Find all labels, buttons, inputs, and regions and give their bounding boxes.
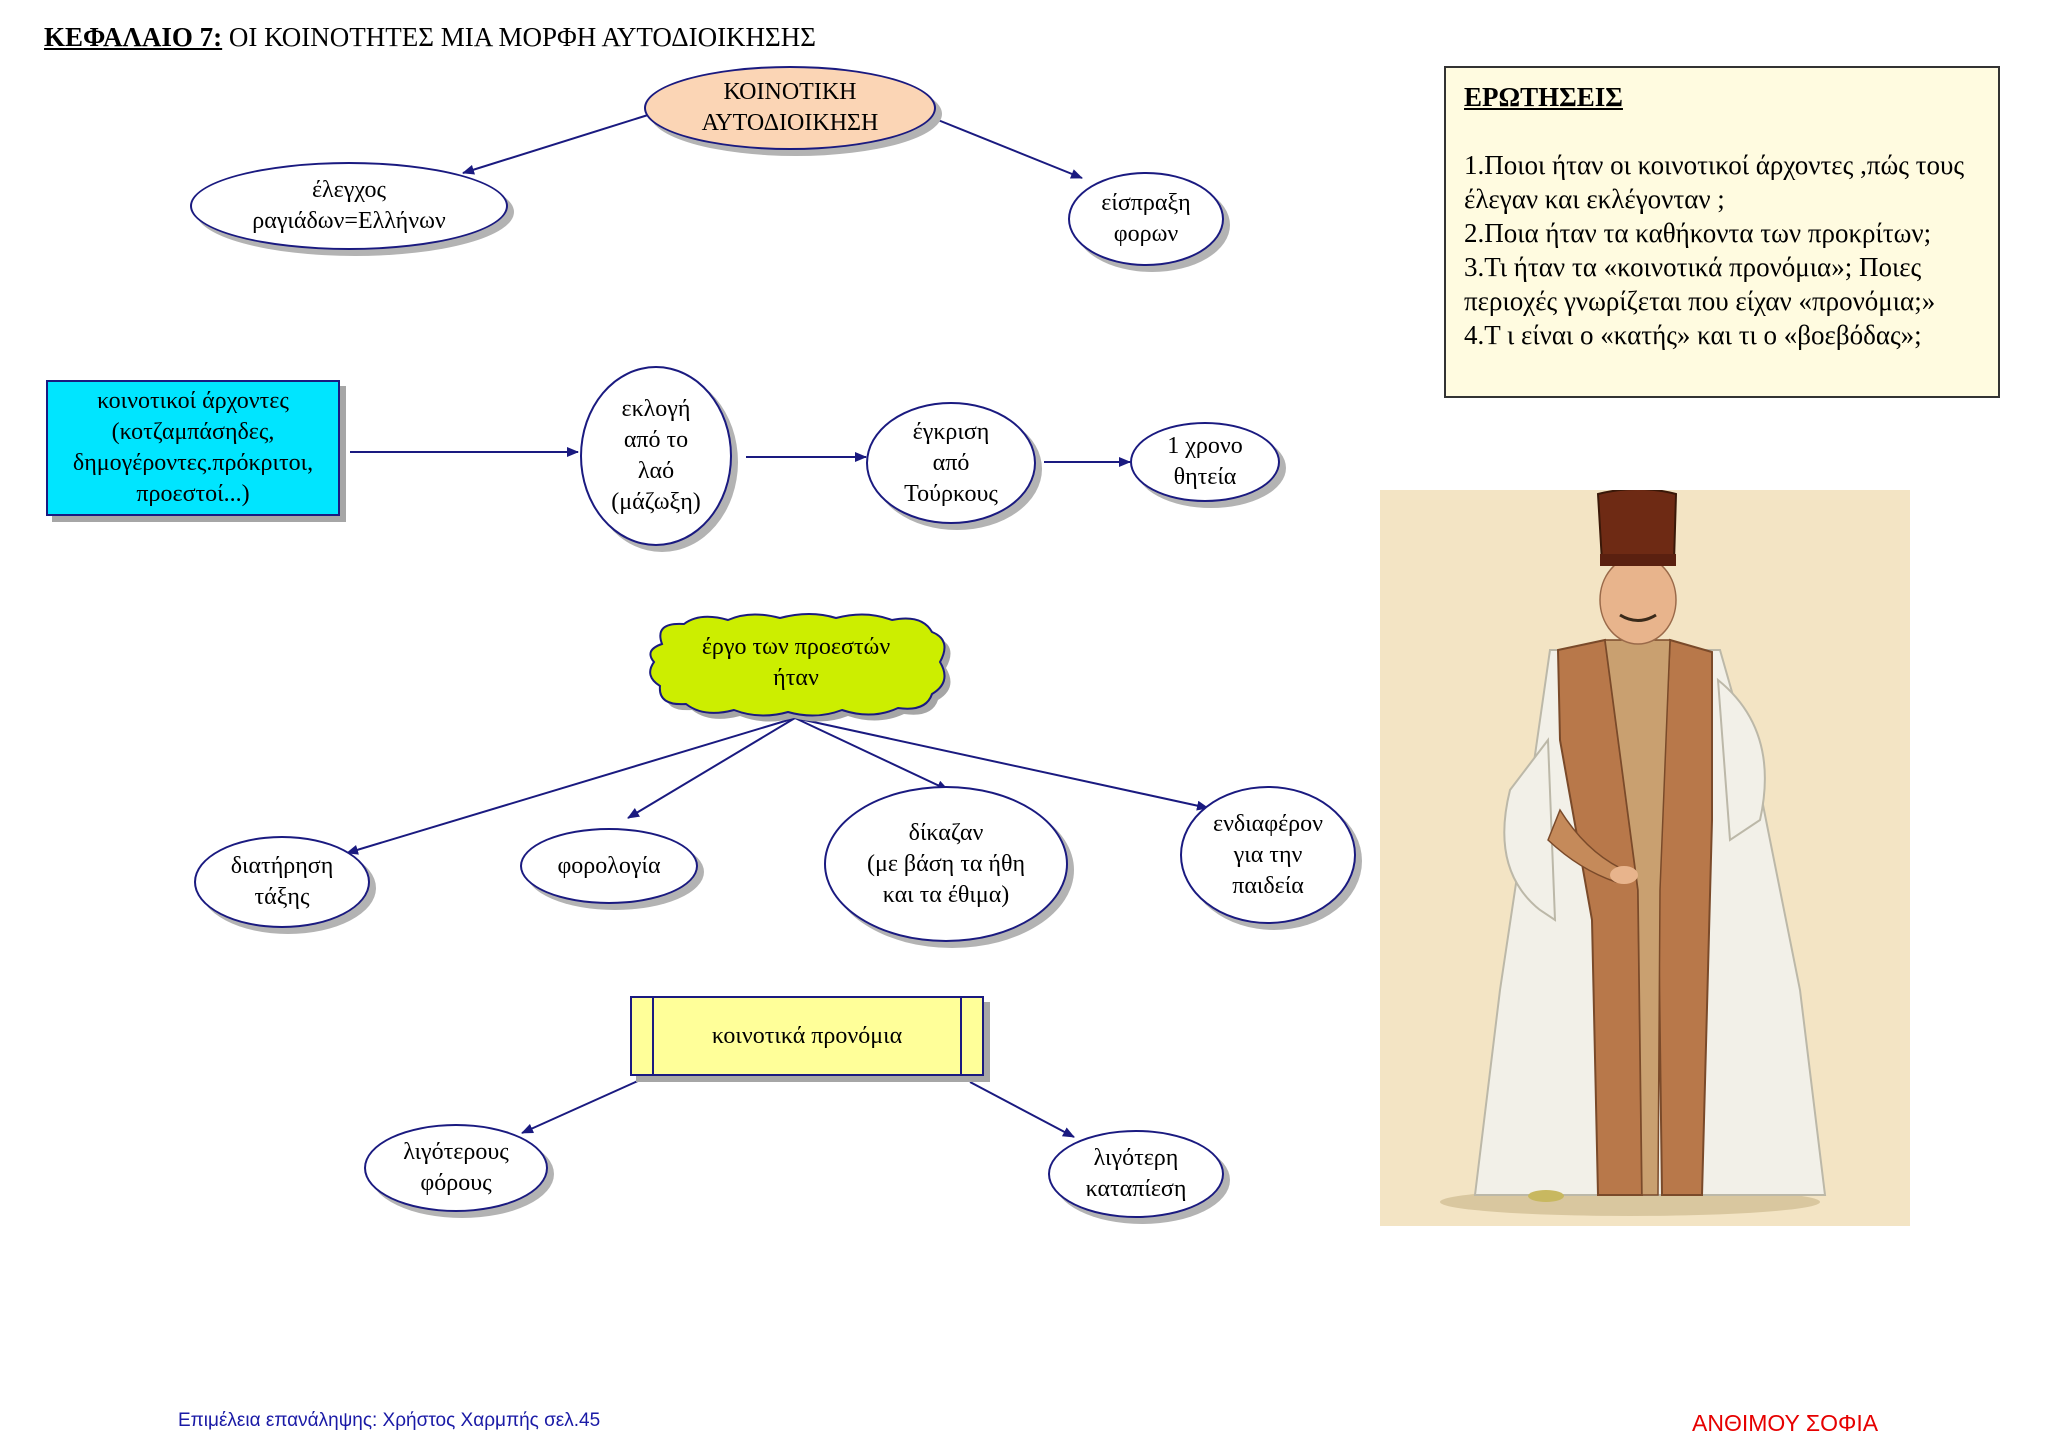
node-keeping-order: διατήρηση τάξης <box>194 836 370 928</box>
node-education-label: ενδιαφέρον για την παιδεία <box>1212 810 1324 899</box>
node-judging: δίκαζαν (με βάση τα ήθη και τα έθιμα) <box>824 786 1068 942</box>
arrow-center-taxes <box>937 119 1083 179</box>
notable-portrait-illustration <box>1380 490 1910 1226</box>
chapter-title: ΟΙ ΚΟΙΝΟΤΗΤΕΣ ΜΙΑ ΜΟΡΦΗ ΑΥΤΟΔΙΟΙΚΗΣΗΣ <box>228 22 816 52</box>
node-election: εκλογή από το λαό (μάζωξη) <box>580 366 732 546</box>
node-control-rayahs: έλεγχος ραγιάδων=Ελλήνων <box>190 162 508 250</box>
node-taxes-label: είσπραξη φορων <box>1101 190 1191 247</box>
question-1: 1.Ποιοι ήταν οι κοινοτικοί άρχοντες ,πώς… <box>1464 150 1965 214</box>
node-leaders-label: κοινοτικοί άρχοντες (κοτζαμπάσηδες, δημο… <box>72 388 314 507</box>
node-fewer-taxes: λιγότερους φόρους <box>364 1124 548 1212</box>
arrow-privileges-fewer <box>521 1079 641 1134</box>
chapter-label: ΚΕΦΑΛΑΙΟ 7: <box>44 22 223 52</box>
node-privileges-label: κοινοτικά προνόμια <box>711 1022 903 1049</box>
node-taxation-label: φορολογία <box>557 852 661 879</box>
arrow-work-education <box>794 717 1209 811</box>
node-less-oppression: λιγότερη καταπίεση <box>1048 1130 1224 1218</box>
node-taxation: φορολογία <box>520 828 698 904</box>
node-less-oppression-label: λιγότερη καταπίεση <box>1085 1145 1187 1202</box>
privileges-left-bar <box>632 998 654 1074</box>
node-control-label: έλεγχος ραγιάδων=Ελλήνων <box>252 177 446 234</box>
node-approval-label: έγκριση από Τούρκους <box>904 418 998 507</box>
cloud-shape <box>649 613 951 722</box>
node-justice-label: δίκαζαν (με βάση τα ήθη και τα έθιμα) <box>866 819 1026 908</box>
arrow-work-order <box>346 717 796 855</box>
arrow-privileges-less <box>969 1081 1075 1138</box>
questions-title: ΕΡΩΤΗΣΕΙΣ <box>1464 82 1623 112</box>
node-fewer-taxes-label: λιγότερους φόρους <box>403 1139 509 1196</box>
arrow-work-justice <box>794 717 949 791</box>
node-community-leaders: κοινοτικοί άρχοντες (κοτζαμπάσηδες, δημο… <box>46 380 340 516</box>
arrow-work-taxation <box>627 717 796 819</box>
footer-author: ΑΝΘΙΜΟΥ ΣΟΦΙΑ <box>1692 1410 1879 1436</box>
node-work-label: έργο των προεστών ήταν <box>701 634 891 691</box>
privileges-right-bar <box>960 998 982 1074</box>
node-center-label: ΚΟΙΝΟΤΙΚΗ ΑΥΤΟΔΙΟΙΚΗΣΗ <box>701 79 879 136</box>
node-order-label: διατήρηση τάξης <box>230 853 334 910</box>
questions-box: ΕΡΩΤΗΣΕΙΣ 1.Ποιοι ήταν οι κοινοτικοί άρχ… <box>1444 66 2000 398</box>
arrow-center-control <box>462 114 649 175</box>
page-title: ΚΕΦΑΛΑΙΟ 7: ΟΙ ΚΟΙΝΟΤΗΤΕΣ ΜΙΑ ΜΟΡΦΗ ΑΥΤΟ… <box>44 22 816 53</box>
node-election-label: εκλογή από το λαό (μάζωξη) <box>611 396 701 515</box>
question-4: 4.Τ ι είναι ο «κατής» και τι ο «βοεβόδας… <box>1464 320 1922 350</box>
node-term-label: 1 χρονο θητεία <box>1167 433 1243 490</box>
node-turkish-approval: έγκριση από Τούρκους <box>866 402 1036 524</box>
node-one-year-term: 1 χρονο θητεία <box>1130 422 1280 502</box>
question-3: 3.Τι ήταν τα «κοινοτικά προνόμια»; Ποιες… <box>1464 252 1936 316</box>
node-notables-work-cloud: έργο των προεστών ήταν <box>640 610 952 722</box>
question-2: 2.Ποια ήταν τα καθήκοντα των προκρίτων; <box>1464 218 1932 248</box>
node-tax-collection: είσπραξη φορων <box>1068 172 1224 266</box>
footer-credit: Επιμέλεια επανάληψης: Χρήστος Χαρμπής σε… <box>178 1410 601 1431</box>
node-center-self-government: ΚΟΙΝΟΤΙΚΗ ΑΥΤΟΔΙΟΙΚΗΣΗ <box>644 66 936 150</box>
node-community-privileges: κοινοτικά προνόμια <box>630 996 984 1076</box>
node-education-interest: ενδιαφέρον για την παιδεία <box>1180 786 1356 924</box>
